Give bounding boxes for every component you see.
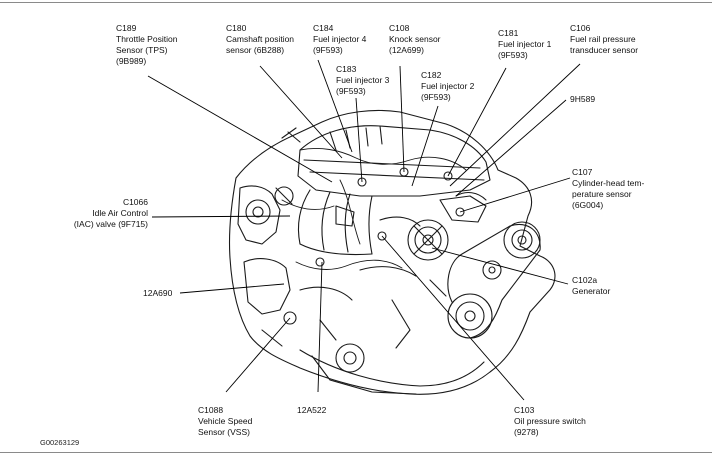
callout-c182: C182 Fuel injector 2 (9F593) xyxy=(421,70,474,103)
callout-c107-name: Cylinder-head tem- xyxy=(572,178,645,188)
callout-c103-part: (9278) xyxy=(514,427,539,437)
callout-c181-code: C181 xyxy=(498,28,519,38)
callout-c106-name-2: transducer sensor xyxy=(570,45,639,55)
left-bracket xyxy=(237,185,281,245)
valve-cover xyxy=(297,125,491,197)
callout-12a522: 12A522 xyxy=(297,405,326,416)
callout-c1088-name: Vehicle Speed xyxy=(198,416,253,426)
throttle-body xyxy=(274,186,294,206)
callout-c107-part: (6G004) xyxy=(572,200,604,210)
callout-c183-code: C183 xyxy=(336,64,357,74)
callout-c189: C189 Throttle Position Sensor (TPS) (9B9… xyxy=(116,23,177,67)
callout-c103-code: C103 xyxy=(514,405,535,415)
callout-c180-code: C180 xyxy=(226,23,247,33)
callout-c108-code: C108 xyxy=(389,23,410,33)
callout-c183-part: (9F593) xyxy=(336,86,366,96)
callout-c181-part: (9F593) xyxy=(498,50,528,60)
callout-c181-name: Fuel injector 1 xyxy=(498,39,552,49)
callout-c1088-name-2: Sensor (VSS) xyxy=(198,427,250,437)
callout-c102a: C102a Generator xyxy=(572,275,610,297)
callout-c182-code: C182 xyxy=(421,70,442,80)
callout-c183-name: Fuel injector 3 xyxy=(336,75,390,85)
callout-c102a-name: Generator xyxy=(572,286,611,296)
leader-lines xyxy=(147,59,581,401)
callout-c184-code: C184 xyxy=(313,23,334,33)
callout-c184-part: (9F593) xyxy=(313,45,343,55)
callout-c180-name: Camshaft position xyxy=(226,34,295,44)
callout-c1066-name: Idle Air Control xyxy=(92,208,148,218)
callout-c189-part: (9B989) xyxy=(116,56,147,66)
callout-c182-part: (9F593) xyxy=(421,92,451,102)
callout-c184-name: Fuel injector 4 xyxy=(313,34,367,44)
drive-belt xyxy=(447,224,541,339)
callout-c184: C184 Fuel injector 4 (9F593) xyxy=(313,23,366,56)
callout-12a690: 12A690 xyxy=(143,288,172,299)
top-rule xyxy=(0,2,712,3)
callout-c107-code: C107 xyxy=(572,167,593,177)
callout-c1066: C1066 Idle Air Control (IAC) valve (9F71… xyxy=(50,197,148,230)
callout-c106-code: C106 xyxy=(570,23,591,33)
callout-c103-name: Oil pressure switch xyxy=(514,416,586,426)
callout-c189-name: Throttle Position xyxy=(116,34,178,44)
callout-c180: C180 Camshaft position sensor (6B288) xyxy=(226,23,294,56)
callout-9h589: 9H589 xyxy=(570,94,595,105)
figure-id: G00263129 xyxy=(40,438,80,447)
callout-c1066-part: (IAC) valve (9F715) xyxy=(73,219,148,229)
callout-c107-name-2: perature sensor xyxy=(572,189,632,199)
callout-c103: C103 Oil pressure switch (9278) xyxy=(514,405,586,438)
callout-c180-part: sensor (6B288) xyxy=(226,45,285,55)
wiring-harness xyxy=(281,147,467,270)
callout-c1088: C1088 Vehicle Speed Sensor (VSS) xyxy=(198,405,252,438)
callout-c181: C181 Fuel injector 1 (9F593) xyxy=(498,28,551,61)
pulley-large xyxy=(447,293,493,339)
callout-c108-name: Knock sensor xyxy=(389,34,441,44)
callout-c108-part: (12A699) xyxy=(389,45,424,55)
callout-c189-name-2: Sensor (TPS) xyxy=(116,45,168,55)
callout-c106-name: Fuel rail pressure xyxy=(570,34,636,44)
callout-c1066-code: C1066 xyxy=(122,197,148,207)
oil-pan xyxy=(299,349,485,387)
intake-runners xyxy=(297,189,373,255)
callout-c107: C107 Cylinder-head tem- perature sensor … xyxy=(572,167,644,211)
callout-c102a-code: C102a xyxy=(572,275,598,285)
callout-c106: C106 Fuel rail pressure transducer senso… xyxy=(570,23,638,56)
callout-12a522-code: 12A522 xyxy=(297,405,327,415)
callout-c189-code: C189 xyxy=(116,23,137,33)
engine-outline xyxy=(228,109,556,395)
callout-c182-name: Fuel injector 2 xyxy=(421,81,475,91)
callout-c108: C108 Knock sensor (12A699) xyxy=(389,23,441,56)
callout-c183: C183 Fuel injector 3 (9F593) xyxy=(336,64,389,97)
callout-12a690-code: 12A690 xyxy=(143,288,173,298)
generator xyxy=(407,219,449,261)
callout-c1088-code: C1088 xyxy=(198,405,224,415)
callout-9h589-code: 9H589 xyxy=(570,94,596,104)
bottom-rule xyxy=(0,452,712,453)
